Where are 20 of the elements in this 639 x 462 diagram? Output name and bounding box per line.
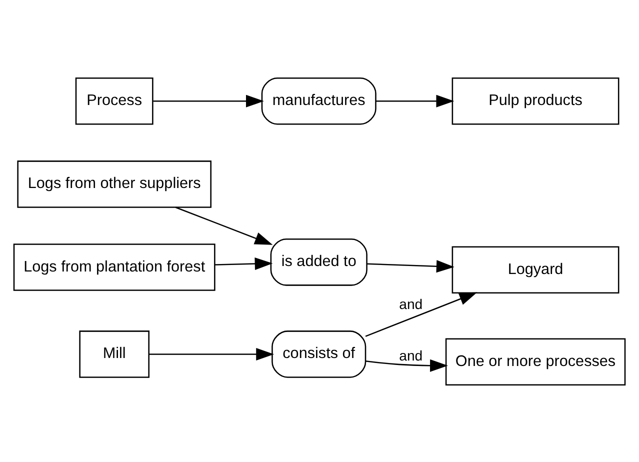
node-box: Mill	[79, 330, 150, 378]
node-box: Logyard	[452, 246, 620, 293]
arrow	[365, 292, 478, 336]
arrow	[153, 94, 264, 107]
node-box: Logs from plantation forest	[13, 243, 216, 290]
edge-label: and	[399, 346, 423, 363]
node-box: One or more processes	[445, 338, 626, 386]
node-box: consists of	[272, 330, 366, 378]
arrow	[214, 257, 273, 270]
arrow	[366, 358, 448, 372]
arrow	[367, 260, 454, 272]
arrow	[376, 94, 454, 107]
arrow	[175, 206, 273, 244]
arrow	[148, 347, 274, 360]
node-box: Pulp products	[452, 76, 620, 124]
node-box: Process	[75, 76, 154, 124]
edge-label: and	[399, 296, 423, 312]
node-box: Logs from other suppliers	[17, 160, 212, 208]
node-box: is added to	[270, 238, 368, 286]
node-box: manufactures	[261, 76, 376, 124]
